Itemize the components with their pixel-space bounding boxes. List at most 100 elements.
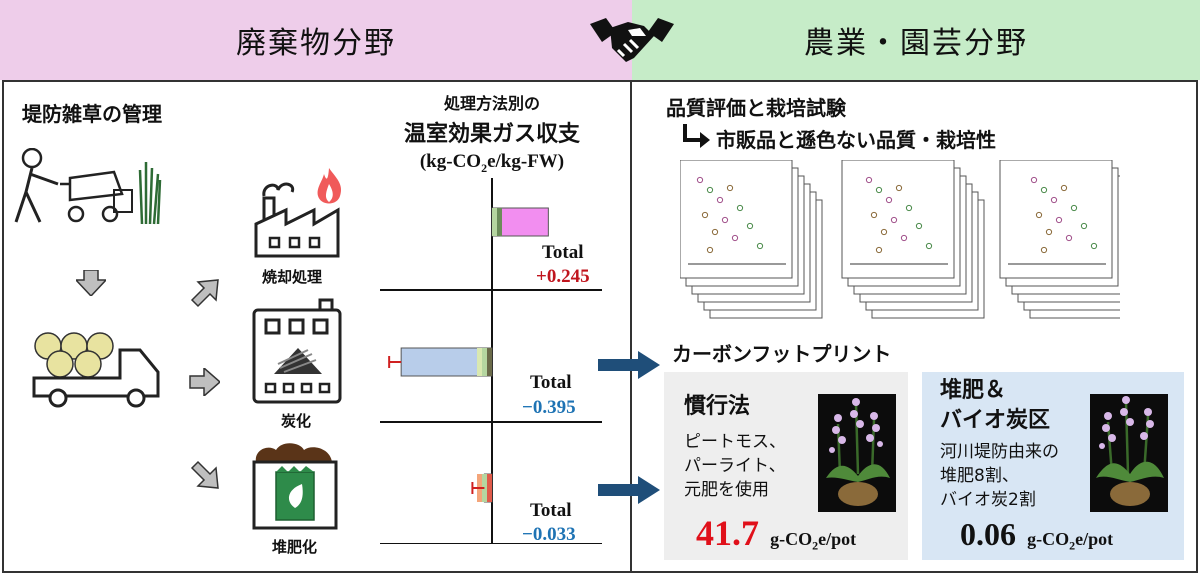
arrow-to-footprint-icon <box>598 351 660 379</box>
arrow-down-icon <box>76 270 106 296</box>
factory-icon <box>254 182 340 258</box>
carbonizer-icon <box>252 298 342 404</box>
scatter-point <box>706 186 714 194</box>
header-agriculture: 農業・園芸分野 <box>632 0 1200 80</box>
scatter-point <box>1045 228 1053 236</box>
scatter-point <box>870 211 878 219</box>
compost-title: 堆肥＆ バイオ炭区 <box>940 376 1050 436</box>
conventional-desc: ピートモス、 パーライト、 元肥を使用 <box>684 430 786 502</box>
chart-unit-suffix: e/kg-FW) <box>487 151 565 172</box>
compost-title-line2: バイオ炭区 <box>940 408 1051 433</box>
scatter-point <box>880 228 888 236</box>
chart-heading-line2: 温室効果ガス収支 <box>403 122 580 147</box>
scatter-point <box>915 222 923 230</box>
scatter-point <box>875 246 883 254</box>
total-value-composting: −0.033 <box>522 524 576 545</box>
left-panel-title: 堤防雑草の管理 <box>22 102 162 126</box>
compost-desc-line3: バイオ炭2割 <box>940 490 1036 510</box>
bar-segment <box>482 474 487 502</box>
bar-segment <box>487 348 492 376</box>
scatter-point <box>711 228 719 236</box>
ghg-balance-chart <box>380 178 602 544</box>
grass-icon <box>138 162 162 225</box>
compost-card: 堆肥＆ バイオ炭区 河川堤防由来の 堆肥8割、 バイオ炭2割 0.06 g-CO… <box>922 372 1184 560</box>
bar-segment <box>487 474 492 502</box>
scatter-point <box>1030 176 1038 184</box>
arrow-to-compost-result-icon <box>598 476 660 504</box>
scatter-point <box>900 234 908 242</box>
bar-segment <box>497 208 502 236</box>
plant-photo-icon <box>1096 396 1164 506</box>
scatter-point <box>1050 196 1058 204</box>
scatter-point <box>895 184 903 192</box>
scatter-point <box>696 176 704 184</box>
header-agri-title: 農業・園芸分野 <box>804 26 1028 61</box>
conventional-unit-suffix: e/pot <box>818 529 857 549</box>
total-label-incineration: Total <box>542 242 584 263</box>
scatter-point <box>746 222 754 230</box>
scatter-point <box>890 216 898 224</box>
conventional-footprint: 41.7 g-CO2e/pot <box>696 512 856 554</box>
total-label-carbonization: Total <box>530 372 572 393</box>
scatter-point <box>1090 242 1098 250</box>
conventional-unit-prefix: g-CO <box>770 529 813 549</box>
compost-bag-icon <box>252 443 338 530</box>
worker-mower-icon <box>14 148 133 223</box>
compost-footprint: 0.06 g-CO2e/pot <box>960 516 1113 554</box>
right-panel-title: 品質評価と栽培試験 <box>666 96 846 120</box>
scatter-plot-card <box>999 160 1113 279</box>
chart-heading-line1: 処理方法別の <box>443 94 540 113</box>
arrow-down-right-icon <box>190 460 219 489</box>
compost-desc: 河川堤防由来の 堆肥8割、 バイオ炭2割 <box>940 440 1059 512</box>
scatter-point <box>885 196 893 204</box>
right-panel <box>630 80 1198 573</box>
total-value-incineration: +0.245 <box>536 266 590 287</box>
bar-segment <box>482 348 487 376</box>
method-label-carbonization: 炭化 <box>281 412 312 430</box>
conventional-desc-line2: パーライト、 <box>684 456 786 476</box>
conventional-card: 慣行法 ピートモス、 パーライト、 元肥を使用 41.7 g-CO2e/pot <box>664 372 908 560</box>
scatter-point <box>721 216 729 224</box>
compost-unit-sub: 2 <box>1069 538 1076 553</box>
scatter-point <box>756 242 764 250</box>
fire-icon <box>317 168 342 204</box>
scatter-point <box>875 186 883 194</box>
compost-unit: g-CO2e/pot <box>1027 529 1113 553</box>
conventional-unit-sub: 2 <box>812 538 819 553</box>
scatter-point <box>706 246 714 254</box>
conventional-title: 慣行法 <box>684 394 751 419</box>
conventional-unit: g-CO2e/pot <box>770 529 857 553</box>
scatter-point <box>1035 211 1043 219</box>
scatter-point <box>1070 204 1078 212</box>
scatter-point <box>726 184 734 192</box>
total-label-composting: Total <box>530 500 572 521</box>
scatter-point <box>1040 186 1048 194</box>
scatter-point <box>701 211 709 219</box>
scatter-point <box>1060 184 1068 192</box>
chart-unit-sub: 2 <box>481 160 488 175</box>
compost-desc-line2: 堆肥8割、 <box>940 466 1019 486</box>
chart-unit-prefix: (kg-CO <box>419 151 482 172</box>
scatter-point <box>731 234 739 242</box>
footprint-title: カーボンフットプリント <box>672 342 892 366</box>
return-arrow-icon <box>683 124 710 148</box>
plant-photo-icon <box>826 398 890 506</box>
compost-title-line1: 堆肥＆ <box>940 378 1007 403</box>
scatter-point <box>905 204 913 212</box>
method-label-composting: 堆肥化 <box>272 538 318 556</box>
handshake-icon <box>590 18 674 62</box>
conventional-desc-line1: ピートモス、 <box>684 432 786 452</box>
scatter-point <box>865 176 873 184</box>
scatter-point <box>1065 234 1073 242</box>
header-waste-title: 廃棄物分野 <box>236 26 396 61</box>
chart-heading: 処理方法別の 温室効果ガス収支 (kg-CO2e/kg-FW) <box>384 90 600 176</box>
scatter-point <box>1080 222 1088 230</box>
scatter-plot-card <box>680 160 793 279</box>
scatter-point <box>1055 216 1063 224</box>
conventional-desc-line3: 元肥を使用 <box>684 480 769 500</box>
bar-segment <box>477 348 482 376</box>
conventional-photo <box>818 394 896 512</box>
chart-unit: (kg-CO2e/kg-FW) <box>384 151 600 176</box>
conventional-value: 41.7 <box>696 513 759 553</box>
scatter-point <box>736 204 744 212</box>
